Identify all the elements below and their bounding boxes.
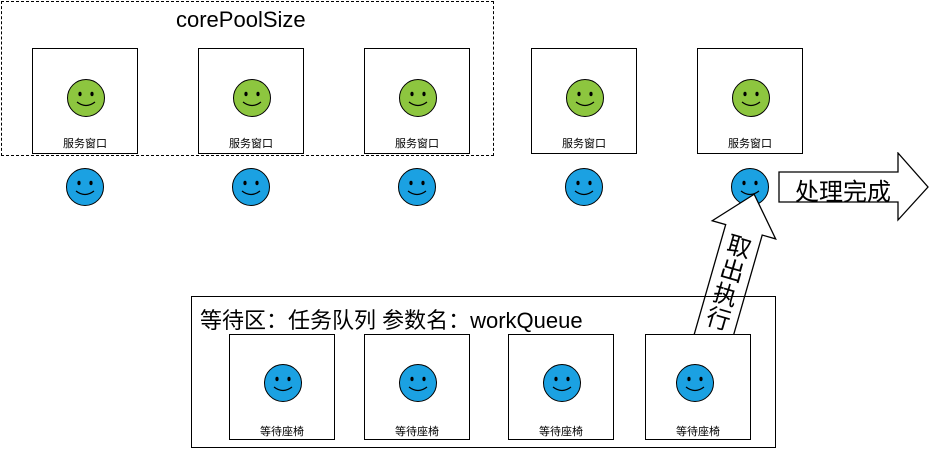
- service-window: 服务窗口: [697, 48, 803, 154]
- service-window-label: 服务窗口: [395, 138, 439, 150]
- blue-smiley-icon: [231, 167, 271, 207]
- blue-smiley-icon: [65, 167, 105, 207]
- service-window: 服务窗口: [32, 48, 138, 154]
- waiting-seat: 等待座椅: [229, 334, 335, 440]
- service-window-label: 服务窗口: [229, 138, 273, 150]
- blue-smiley-icon: [542, 363, 582, 403]
- green-smiley-icon: [66, 78, 106, 118]
- work-queue-label: 等待区：任务队列 参数名：workQueue: [200, 308, 583, 333]
- green-smiley-icon: [232, 78, 272, 118]
- core-pool-group: [1, 1, 494, 156]
- blue-smiley-icon: [263, 363, 303, 403]
- green-smiley-icon: [398, 78, 438, 118]
- blue-smiley-icon: [564, 167, 604, 207]
- green-smiley-icon: [565, 78, 605, 118]
- waiting-seat-label: 等待座椅: [539, 426, 583, 438]
- service-window-label: 服务窗口: [63, 138, 107, 150]
- done-arrow-label: 处理完成: [795, 179, 891, 206]
- waiting-seat-label: 等待座椅: [260, 426, 304, 438]
- work-queue-group: [191, 296, 776, 448]
- waiting-seat: 等待座椅: [508, 334, 614, 440]
- green-smiley-icon: [731, 78, 771, 118]
- waiting-seat: 等待座椅: [364, 334, 470, 440]
- waiting-seat-label: 等待座椅: [395, 426, 439, 438]
- waiting-seat-label: 等待座椅: [676, 426, 720, 438]
- service-window-label: 服务窗口: [728, 138, 772, 150]
- waiting-seat: 等待座椅: [645, 334, 751, 440]
- blue-smiley-icon: [675, 363, 715, 403]
- done-arrow-icon: [778, 152, 929, 222]
- service-window: 服务窗口: [198, 48, 304, 154]
- core-pool-label: corePoolSize: [176, 7, 306, 32]
- blue-smiley-icon: [397, 167, 437, 207]
- blue-smiley-icon: [398, 363, 438, 403]
- service-window-label: 服务窗口: [562, 138, 606, 150]
- service-window: 服务窗口: [364, 48, 470, 154]
- service-window: 服务窗口: [531, 48, 637, 154]
